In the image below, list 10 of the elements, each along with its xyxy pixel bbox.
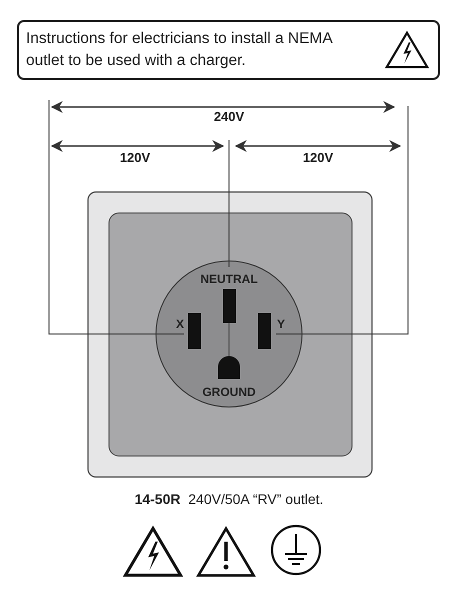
caption: 14-50R 240V/50A “RV” outlet. bbox=[134, 491, 324, 507]
note-box bbox=[17, 20, 440, 80]
instruction-text: Instructions for electricians to install a NEMA outlet to be used with a charger. bbox=[26, 29, 334, 71]
terminal-label: Y bbox=[277, 317, 285, 331]
terminal-label: NEUTRAL bbox=[200, 272, 258, 286]
voltage-label: 240V bbox=[214, 109, 244, 124]
voltage-label: 120V bbox=[120, 150, 150, 165]
terminal-label: GROUND bbox=[202, 385, 256, 399]
voltage-label: 120V bbox=[302, 150, 334, 165]
terminal-label: X bbox=[176, 317, 184, 331]
